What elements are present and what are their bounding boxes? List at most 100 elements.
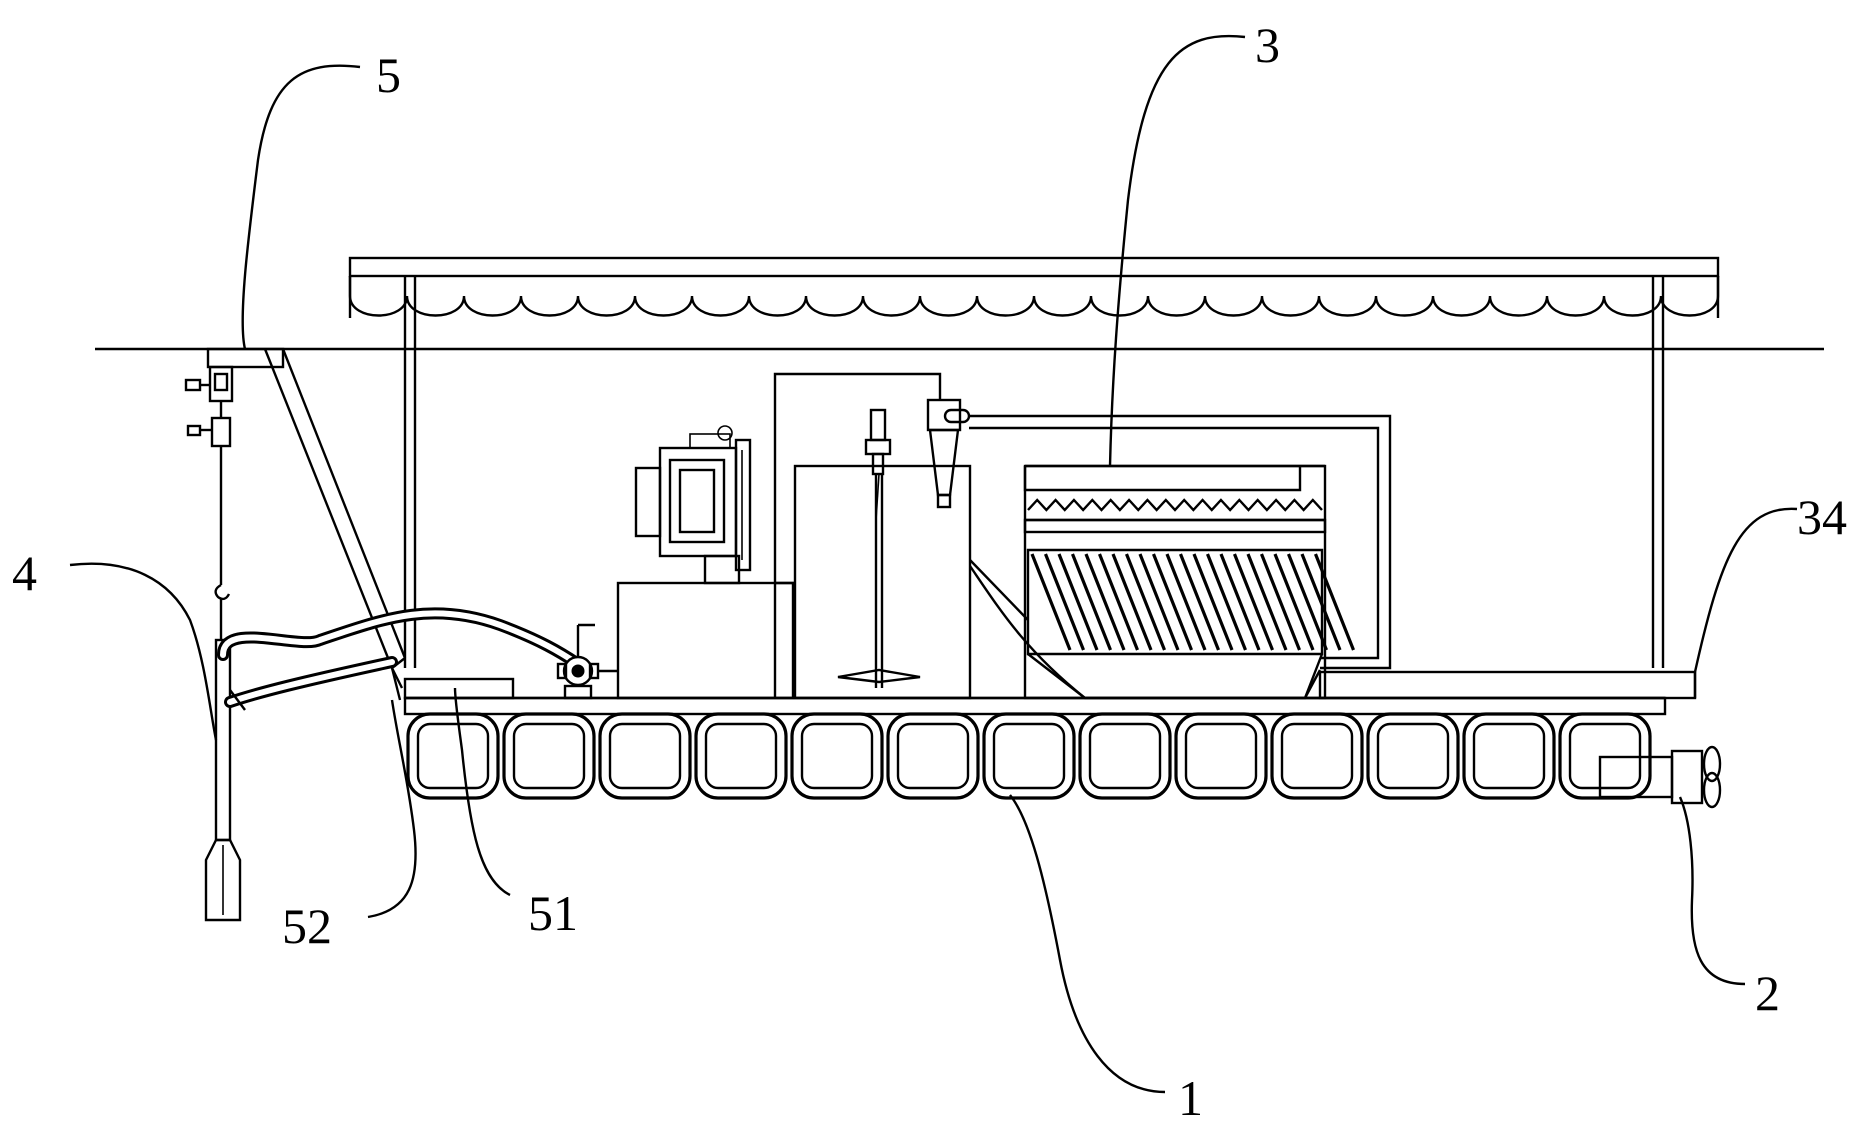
inclined-plate [1084,553,1126,651]
settler-inlet-ramp-upper [969,559,1029,621]
cabinet-window [678,468,716,534]
inclined-plate [1152,553,1193,651]
inclined-plate [1125,553,1166,651]
pontoon-float-inner [1088,722,1162,790]
agitator-shaft-detail [875,473,880,521]
injector-cone [928,428,960,497]
inclined-plate [1206,553,1247,651]
pontoon-float [790,712,884,800]
agitator-gearbox [864,438,892,456]
injector-return-pipe [969,414,1392,670]
agitator-coupling [871,452,885,476]
pontoon-float [1270,712,1364,800]
pontoon-float-inner [1376,722,1450,790]
label-4: 4 [12,545,37,601]
injector-nozzle [926,398,1392,670]
propeller-unit [1598,745,1722,809]
leader-52 [367,699,417,919]
crane-boom-right [281,348,407,659]
pontoon-float-inner [1472,722,1546,790]
pontoon-float [694,712,788,800]
settler-outlet [1303,669,1322,699]
leader-4 [69,562,218,741]
leader-2 [1678,796,1746,986]
inclined-plate [1030,553,1072,651]
deck-slab [403,696,1667,716]
leader-lines [69,34,1798,1094]
deck-extension-34 [1318,670,1697,700]
dosing-tank [616,581,795,700]
label-34: 34 [1797,489,1847,545]
inclined-plate [1138,553,1180,651]
pontoon-float-inner [704,722,778,790]
label-51: 51 [528,885,578,941]
settler-unit [969,464,1355,700]
hoist-pulley-block [210,416,232,448]
hoist-winch [208,365,234,403]
pontoon-float [1366,712,1460,800]
pontoon-float-inner [992,722,1066,790]
settler-zigzag-weir [1027,498,1323,512]
injector-tip [936,493,952,509]
base-plate-51 [403,677,515,700]
agitator-motor [869,408,887,442]
crane-boom-left [263,348,394,669]
pontoon-float-inner [416,722,490,790]
settler-inclined-plates [1030,553,1355,651]
propeller-motor-housing [1598,755,1674,799]
label-2: 2 [1755,965,1780,1021]
pontoon-float [406,712,500,800]
cabinet-base [703,554,741,585]
pontoon-float-inner [896,722,970,790]
suction-pipe-assembly [204,607,584,922]
pontoon-float [1462,712,1556,800]
inclined-plate [1246,553,1288,651]
inclined-plate [1111,553,1153,651]
leader-51 [453,687,511,897]
pontoon-float-inner [608,722,682,790]
pump-core [571,664,585,678]
diaphragm-pump [556,623,618,700]
settler-upper-trough [1023,518,1327,534]
control-cabinet [634,425,752,585]
inclined-plate [1057,553,1099,651]
crane-boom-assembly [184,347,407,669]
suction-head [204,838,242,922]
pontoon-float-inner [1184,722,1258,790]
pontoon-float-inner [800,722,874,790]
crane-top-bracket [206,347,285,369]
leader-5 [241,64,361,350]
pontoon-float-inner [512,722,586,790]
label-1: 1 [1178,1070,1203,1126]
reference-labels: 5 3 4 34 52 51 1 2 [12,17,1847,1126]
roof-beam [348,256,1720,278]
hoist-winch-inner [213,372,229,392]
inclined-plate [1192,553,1234,651]
inclined-plate [1219,553,1261,651]
propeller-blade-bottom [1702,771,1722,809]
settler-inlet-ramp-curve [969,565,1086,699]
injector-port [943,408,971,424]
leader-3 [1108,34,1246,467]
suction-hose-main-core [220,610,581,667]
inclined-plate [1044,553,1085,651]
propeller-blade-top [1702,745,1722,783]
inclined-plate [1179,553,1220,651]
inclined-plate [1071,553,1112,651]
pontoon-float [502,712,596,800]
pump-base [563,684,593,700]
leader-34 [1693,507,1798,673]
hose-clamp [229,689,246,711]
cabinet-side-box [734,438,752,572]
pontoon-float [1078,712,1172,800]
canopy-roof [348,256,1720,668]
hoist-control-top [184,378,202,392]
cabinet-top-vent [689,433,731,449]
suction-pole [214,638,232,842]
mixing-tank [776,408,972,700]
settler-overflow-weir [1023,466,1302,492]
settler-hopper [1027,653,1324,700]
inclined-plate [1260,553,1301,651]
